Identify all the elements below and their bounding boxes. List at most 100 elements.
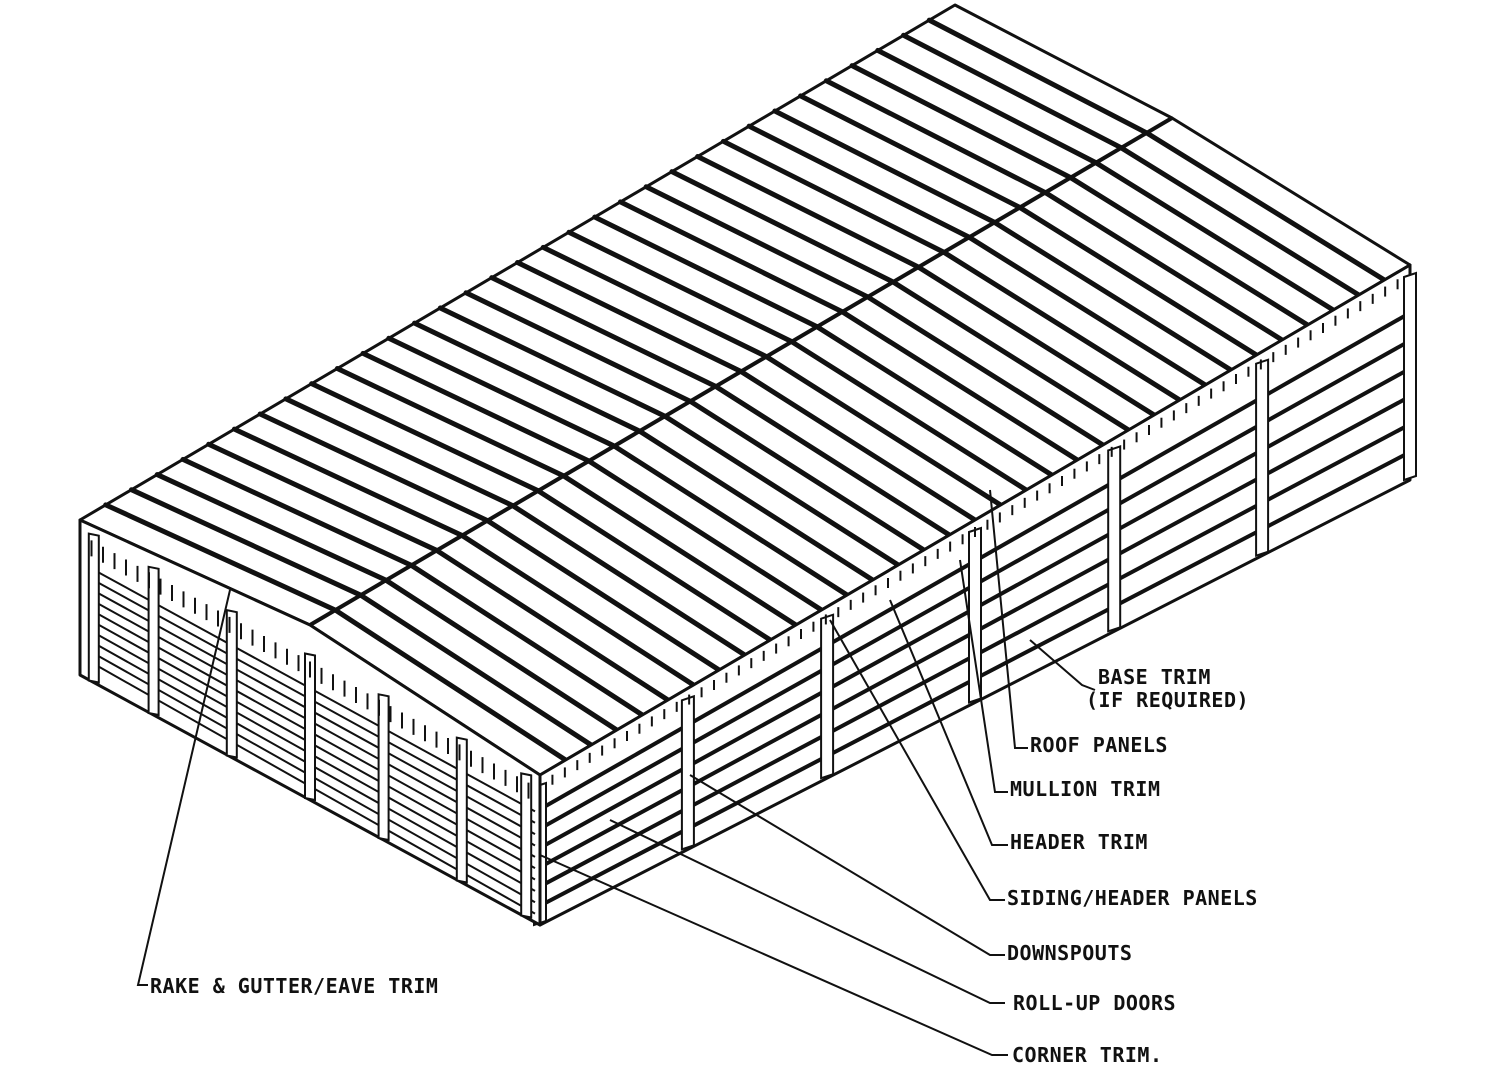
roof-panel-rib	[180, 456, 414, 568]
label-siding-header-panels: SIDING/HEADER PANELS	[1007, 886, 1258, 910]
roof-panel-rib	[408, 562, 645, 718]
roof-panel-rib	[412, 320, 643, 434]
end-wall-post	[304, 652, 316, 802]
roof-panel-rib	[789, 339, 1029, 493]
roof-panel-rib	[540, 244, 769, 360]
roof-panel-rib	[992, 219, 1234, 373]
mullion-trim-post	[1255, 358, 1270, 558]
roof-panel-rib	[611, 443, 850, 598]
roof-panel-rib	[763, 354, 1004, 508]
end-wall-post	[520, 772, 533, 919]
roof-panel-rib	[662, 413, 901, 568]
roof-panel-rib	[1093, 160, 1336, 313]
roof-panel-rib	[1118, 145, 1362, 298]
roof-panel-rib	[720, 138, 947, 255]
roof-panel-rib	[1017, 204, 1259, 358]
end-wall-post	[147, 565, 160, 717]
gable-end-wall	[78, 518, 542, 927]
roof-panel-rib	[695, 153, 921, 270]
roof-panel-rib	[383, 577, 620, 733]
roof-panel-rib	[231, 426, 465, 539]
callout-labels: BASE TRIM (IF REQUIRED) ROOF PANELS MULL…	[150, 665, 1258, 1067]
roof	[78, 3, 1412, 777]
roof-panel-rib	[941, 249, 1183, 403]
roof-panel-rib	[566, 229, 795, 345]
label-roll-up-doors: ROLL-UP DOORS	[1013, 991, 1176, 1015]
roof-panel-rib	[966, 234, 1208, 388]
leader-corner-trim	[539, 854, 1008, 1056]
roof-panel-rib	[510, 503, 748, 658]
header-trim-strip	[539, 279, 1399, 792]
roof-panel-rib	[332, 607, 569, 763]
roof-panel-rib	[434, 547, 671, 703]
end-wall-post	[377, 693, 390, 842]
roof-panel-rib	[386, 335, 617, 449]
roof-panel-rib	[154, 472, 389, 583]
leader-mullion-trim	[959, 559, 1008, 793]
roof-panel-rib	[643, 184, 871, 300]
roof-panel-rib	[283, 396, 516, 509]
roof-panel-rib	[257, 411, 490, 524]
roof-panel-rib	[592, 214, 820, 330]
roof-panel-rib	[489, 275, 719, 389]
roof-panel-rib	[637, 428, 876, 583]
roof-panel-rib	[669, 169, 896, 285]
roof-panel-rib	[772, 108, 998, 225]
roof-panel-rib	[798, 93, 1023, 210]
leader-rake-gutter	[136, 589, 231, 986]
roof-panel-rib	[926, 17, 1150, 136]
roof-panel-rib	[206, 441, 440, 553]
roof-panel-rib	[309, 381, 541, 494]
label-base-trim-note: (IF REQUIRED)	[1086, 688, 1249, 712]
roof-panel-rib	[839, 309, 1080, 463]
roof-panel-rib	[535, 488, 773, 643]
front-wall	[533, 263, 1417, 927]
roof-panel-rib	[865, 294, 1106, 448]
leader-roll-up-doors	[609, 819, 1005, 1004]
mullion-trim-post	[820, 613, 835, 780]
roof-panel-rib	[738, 369, 978, 523]
roof-panel-rib	[561, 473, 799, 628]
roof-panel-rib	[1042, 190, 1285, 343]
label-header-trim: HEADER TRIM	[1010, 830, 1148, 854]
roof-panel-rib	[713, 383, 952, 538]
leader-lines	[136, 489, 1096, 1056]
mullion-trim-post	[680, 694, 695, 851]
leader-base-trim	[1029, 639, 1096, 691]
mullion-trim-post	[1403, 271, 1417, 482]
roof-ribs	[103, 17, 1387, 763]
roof-panel-rib	[463, 290, 693, 404]
label-roof-panels: ROOF PANELS	[1030, 733, 1168, 757]
roof-panel-rib	[915, 264, 1157, 418]
roof-panel-rib	[586, 458, 824, 613]
label-rake-gutter-eave-trim: RAKE & GUTTER/EAVE TRIM	[150, 974, 438, 998]
mullion-trim-post	[968, 526, 982, 704]
roof-panel-rib	[687, 398, 927, 553]
end-posts	[87, 532, 533, 919]
roof-panel-rib	[849, 63, 1074, 181]
leader-header-trim	[889, 599, 1008, 846]
roof-panel-rib	[823, 78, 1048, 196]
roof-panel-rib	[875, 47, 1099, 166]
mullion-trim-post	[1107, 445, 1122, 633]
roof-panel-rib	[617, 199, 845, 315]
label-mullion-trim: MULLION TRIM	[1010, 777, 1161, 801]
roof-panel-rib	[128, 487, 364, 598]
label-corner-trim: CORNER TRIM.	[1012, 1043, 1163, 1067]
roof-panel-rib	[890, 279, 1132, 433]
roof-panel-rib	[437, 305, 668, 419]
roof-panel-rib	[746, 123, 972, 240]
end-wall-post	[87, 532, 100, 684]
roof-panel-rib	[515, 260, 744, 374]
leader-roof-panels	[989, 489, 1028, 749]
label-base-trim: BASE TRIM	[1098, 665, 1211, 689]
roof-panel-rib	[484, 518, 722, 673]
leader-siding-header-panels	[829, 619, 1005, 901]
roof-panel-rib	[360, 350, 592, 464]
rake-trim-strip	[79, 534, 530, 799]
end-wall-post	[225, 608, 238, 759]
roof-panel-rib	[358, 592, 594, 748]
roof-panel-rib	[334, 366, 567, 479]
